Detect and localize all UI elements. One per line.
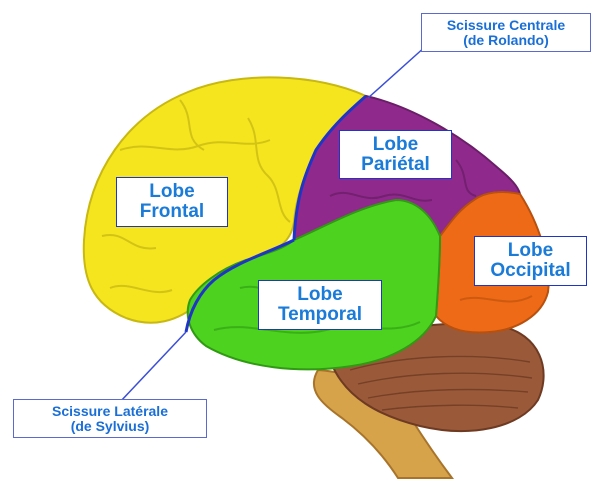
parietal-label-line1: Lobe	[373, 135, 418, 155]
parietal-label-line2: Pariétal	[361, 155, 430, 175]
lateral-fissure-label: Scissure Latérale (de Sylvius)	[13, 399, 207, 438]
temporal-label-line2: Temporal	[278, 305, 362, 325]
central-fissure-label: Scissure Centrale (de Rolando)	[421, 13, 591, 52]
occipital-lobe-label: Lobe Occipital	[474, 236, 587, 286]
frontal-label-line1: Lobe	[149, 182, 194, 202]
occipital-label-line2: Occipital	[490, 261, 570, 281]
temporal-label-line1: Lobe	[297, 285, 342, 305]
laterale-label-line2: (de Sylvius)	[71, 419, 150, 434]
temporal-lobe-label: Lobe Temporal	[258, 280, 382, 330]
central-label-line1: Scissure Centrale	[447, 18, 565, 33]
frontal-label-line2: Frontal	[140, 202, 204, 222]
lateral-fissure-leader	[120, 332, 186, 402]
laterale-label-line1: Scissure Latérale	[52, 404, 168, 419]
frontal-lobe-label: Lobe Frontal	[116, 177, 228, 227]
central-fissure-leader	[368, 46, 426, 98]
occipital-label-line1: Lobe	[508, 241, 553, 261]
parietal-lobe-label: Lobe Pariétal	[339, 130, 452, 179]
central-label-line2: (de Rolando)	[463, 33, 549, 48]
